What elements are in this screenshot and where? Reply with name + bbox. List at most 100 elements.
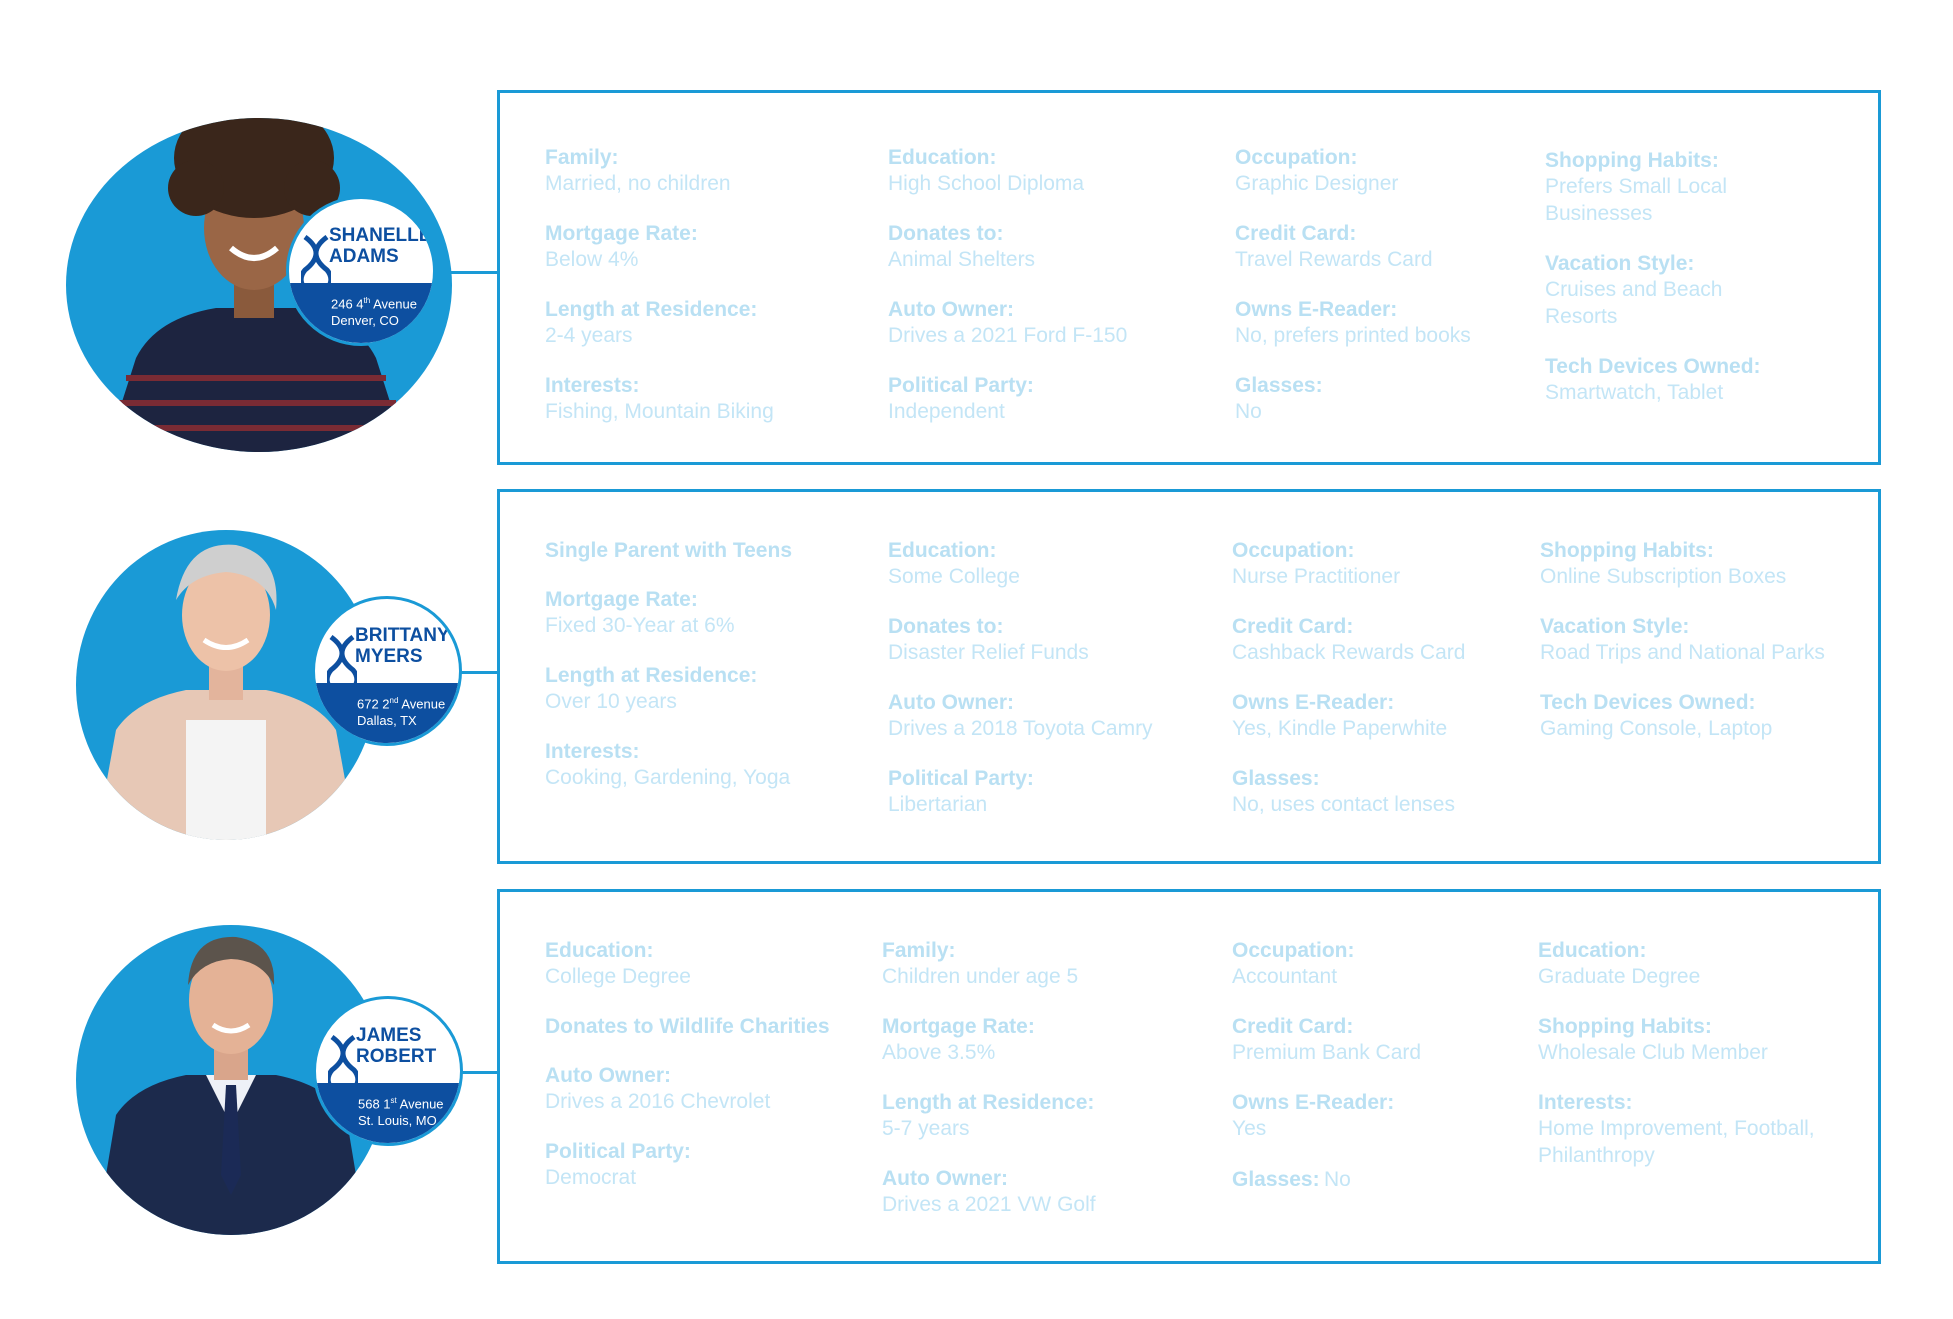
- field-label: Political Party:: [888, 374, 1034, 397]
- field-donates-to: Donates to Wildlife Charities: [545, 1014, 885, 1039]
- profile-name: BRITTANY MYERS: [355, 625, 459, 667]
- field-occupation: Occupation: Accountant: [1232, 938, 1532, 990]
- name-badge: JAMES ROBERT 568 1st Avenue St. Louis, M…: [313, 996, 463, 1146]
- last-name: ROBERT: [356, 1046, 437, 1067]
- card-column-2: Education:High School Diploma Donates to…: [888, 145, 1218, 449]
- field-label: Length at Residence:: [545, 664, 758, 687]
- field-value: Nurse Practitioner: [1232, 565, 1401, 588]
- field-value: Cashback Rewards Card: [1232, 641, 1466, 664]
- field-label: Mortgage Rate:: [545, 588, 698, 611]
- field-credit-card: Credit Card:Travel Rewards Card: [1235, 221, 1535, 273]
- field-value: Wholesale Club Member: [1538, 1041, 1768, 1064]
- field-length-at-residence: Length at Residence: Over 10 years: [545, 663, 875, 715]
- field-label: Glasses:: [1232, 1168, 1320, 1191]
- card-column-3: Occupation: Accountant Credit Card:Premiu…: [1232, 938, 1532, 1217]
- field-length-at-residence: Length at Residence:5-7 years: [882, 1090, 1212, 1142]
- field-label: Shopping Habits:: [1538, 1015, 1712, 1038]
- field-household: Single Parent with Teens: [545, 538, 875, 563]
- field-value: Cooking, Gardening, Yoga: [545, 766, 791, 789]
- field-label: Family:: [882, 939, 956, 962]
- field-label: Donates to:: [888, 222, 1004, 245]
- field-mortgage-rate: Mortgage Rate:Below 4%: [545, 221, 875, 273]
- field-value: Graphic Designer: [1235, 172, 1399, 195]
- field-value: Over 10 years: [545, 690, 677, 713]
- field-value: Some College: [888, 565, 1020, 588]
- field-label: Donates to Wildlife Charities: [545, 1015, 830, 1038]
- name-badge: BRITTANY MYERS 672 2nd Avenue Dallas, TX: [312, 596, 462, 746]
- card-column-4: Education:Graduate Degree Shopping Habit…: [1538, 938, 1838, 1193]
- card-column-1: Family:Married, no children Mortgage Rat…: [545, 145, 875, 449]
- field-value: Premium Bank Card: [1232, 1041, 1422, 1064]
- field-value: Drives a 2021 VW Golf: [882, 1193, 1096, 1216]
- field-value: Travel Rewards Card: [1235, 248, 1433, 271]
- field-shopping-habits: Shopping Habits:Prefers Small Local Busi…: [1545, 148, 1785, 227]
- field-value: Children under age 5: [882, 965, 1079, 988]
- field-label: Single Parent with Teens: [545, 539, 792, 562]
- field-value: Libertarian: [888, 793, 988, 816]
- city: Dallas, TX: [357, 713, 417, 729]
- last-name: MYERS: [355, 646, 423, 667]
- profile-card: Single Parent with Teens Mortgage Rate: F…: [497, 489, 1881, 864]
- field-label: Tech Devices Owned:: [1540, 691, 1756, 714]
- card-column-2: Education: Some College Donates to:Disast…: [888, 538, 1218, 842]
- address: 568 1st Avenue St. Louis, MO: [316, 1083, 460, 1143]
- field-label: Political Party:: [545, 1140, 691, 1163]
- address: 672 2nd Avenue Dallas, TX: [315, 683, 459, 743]
- field-value: Prefers Small Local Businesses: [1545, 175, 1728, 225]
- field-auto-owner: Auto Owner:Drives a 2021 Ford F-150: [888, 297, 1218, 349]
- field-value: Below 4%: [545, 248, 639, 271]
- field-label: Length at Residence:: [882, 1091, 1095, 1114]
- avatar: [76, 925, 386, 1235]
- field-label: Shopping Habits:: [1540, 539, 1714, 562]
- field-education: Education: Some College: [888, 538, 1218, 590]
- field-label: Owns E-Reader:: [1232, 1091, 1395, 1114]
- field-auto-owner: Auto Owner:Drives a 2021 VW Golf: [882, 1166, 1212, 1218]
- field-value: Accountant: [1232, 965, 1338, 988]
- field-value: Fishing, Mountain Biking: [545, 400, 774, 423]
- field-donates-to: Donates to:Disaster Relief Funds: [888, 614, 1218, 666]
- field-label: Owns E-Reader:: [1232, 691, 1395, 714]
- person-photo: [96, 544, 356, 840]
- street-suffix: st: [390, 1096, 397, 1105]
- connector-line: [440, 271, 500, 274]
- field-owns-e-reader: Owns E-Reader:Yes, Kindle Paperwhite: [1232, 690, 1532, 742]
- person-photo: [96, 936, 366, 1235]
- field-tech-devices-owned: Tech Devices Owned:Smartwatch, Tablet: [1545, 354, 1785, 406]
- field-value: 2-4 years: [545, 324, 633, 347]
- person-photo: [106, 118, 406, 452]
- street-suffix: th: [363, 296, 371, 305]
- field-label: Glasses:: [1232, 767, 1320, 790]
- field-value: Fixed 30-Year at 6%: [545, 614, 735, 637]
- profile-card: Education:College Degree Donates to Wild…: [497, 889, 1881, 1264]
- connector-line: [460, 671, 500, 674]
- card-column-1: Education:College Degree Donates to Wild…: [545, 938, 885, 1215]
- field-label: Education:: [888, 539, 997, 562]
- field-label: Occupation:: [1232, 539, 1355, 562]
- field-value: Above 3.5%: [882, 1041, 996, 1064]
- city: Denver, CO: [331, 313, 399, 329]
- field-value: Married, no children: [545, 172, 731, 195]
- last-name: ADAMS: [329, 246, 399, 267]
- field-glasses: Glasses:No: [1235, 373, 1535, 425]
- field-education: Education:Graduate Degree: [1538, 938, 1838, 990]
- field-credit-card: Credit Card:Cashback Rewards Card: [1232, 614, 1532, 666]
- field-occupation: Occupation: Nurse Practitioner: [1232, 538, 1532, 590]
- field-label: Political Party:: [888, 767, 1034, 790]
- field-label: Occupation:: [1232, 939, 1355, 962]
- field-shopping-habits: Shopping Habits: Wholesale Club Member: [1538, 1014, 1838, 1066]
- field-value: No: [1235, 400, 1262, 423]
- card-column-3: Occupation: Nurse Practitioner Credit Car…: [1232, 538, 1532, 842]
- street-suffix: nd: [389, 696, 399, 705]
- field-political-party: Political Party: Libertarian: [888, 766, 1218, 818]
- field-label: Owns E-Reader:: [1235, 298, 1398, 321]
- street-name: Avenue: [396, 1096, 444, 1112]
- field-credit-card: Credit Card:Premium Bank Card: [1232, 1014, 1532, 1066]
- field-occupation: Occupation:Graphic Designer: [1235, 145, 1535, 197]
- field-value: Graduate Degree: [1538, 965, 1701, 988]
- field-label: Donates to:: [888, 615, 1004, 638]
- field-value: High School Diploma: [888, 172, 1085, 195]
- field-value: No, prefers printed books: [1235, 324, 1471, 347]
- street-number: 672 2: [357, 696, 390, 712]
- field-label: Interests:: [545, 740, 640, 763]
- field-interests: Interests:Home Improvement, Football, Ph…: [1538, 1090, 1838, 1169]
